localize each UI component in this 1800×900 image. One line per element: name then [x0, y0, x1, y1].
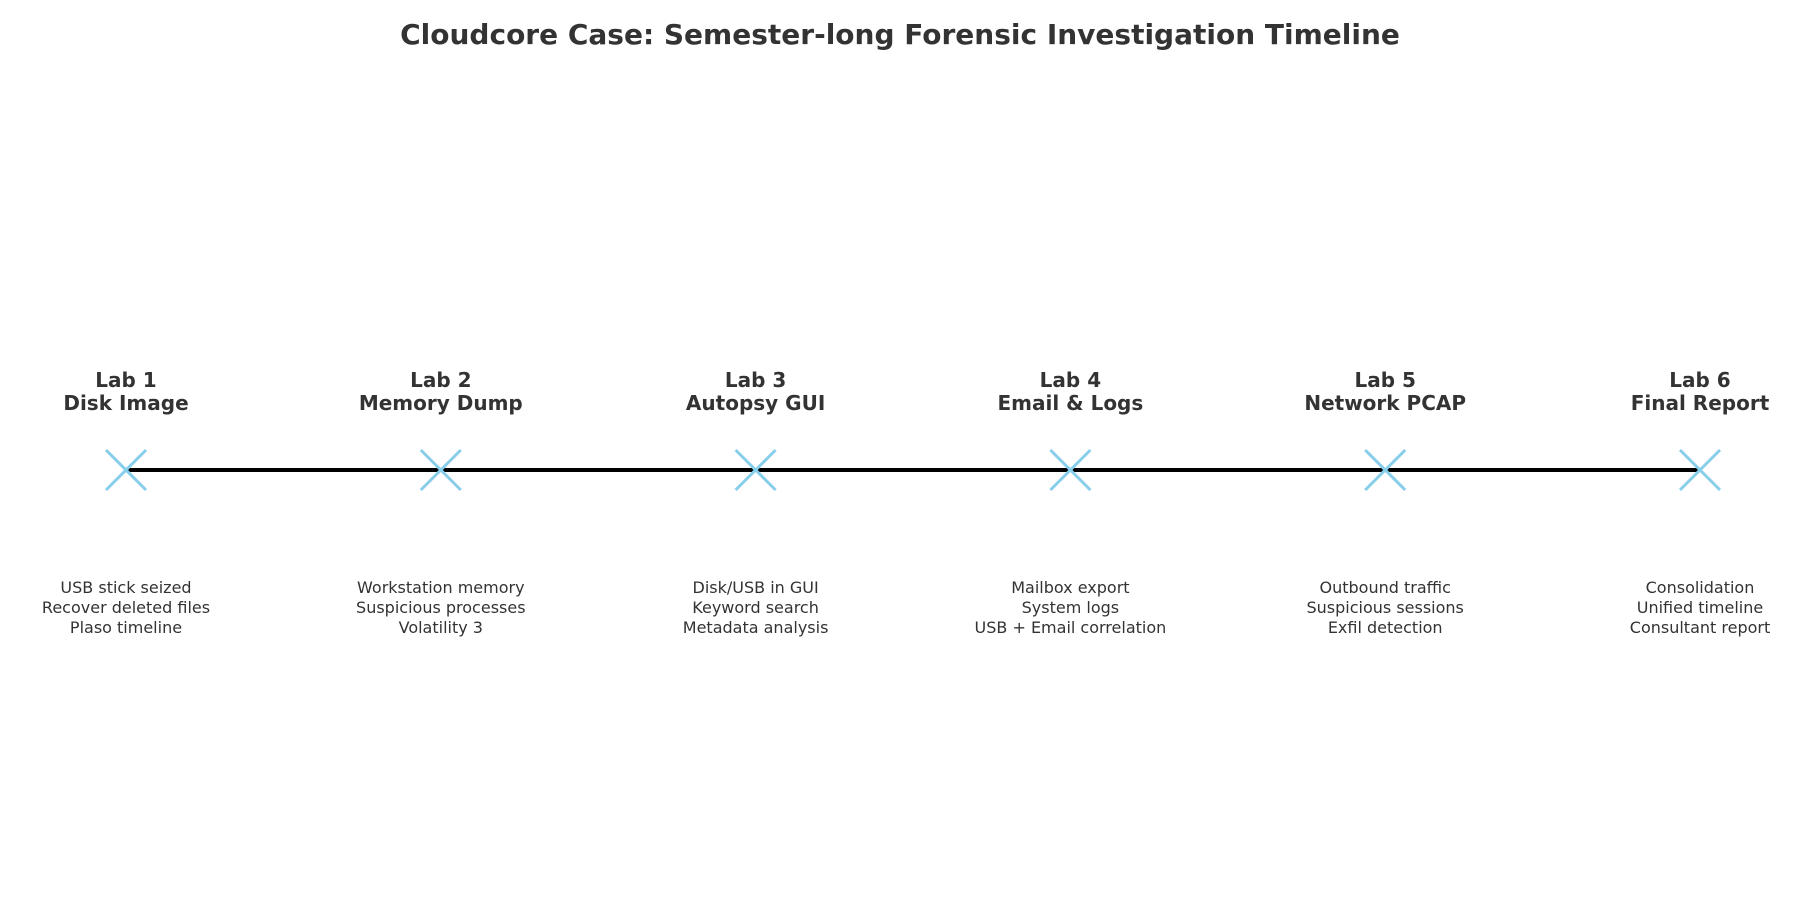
x-mark-icon	[104, 448, 148, 492]
lab-6-name: Final Report	[1630, 391, 1770, 415]
lab-2-detail: Volatility 3	[398, 618, 483, 637]
lab-2-label: Lab 2 Memory Dump	[311, 369, 571, 415]
lab-6-detail: Consultant report	[1629, 618, 1771, 637]
lab-5-number: Lab 5	[1354, 368, 1416, 392]
x-mark-icon	[1364, 448, 1407, 492]
lab-4-detail: System logs	[1021, 598, 1120, 617]
lab-1-number: Lab 1	[95, 368, 157, 392]
lab-1-details: USB stick seized Recover deleted files P…	[0, 578, 256, 638]
lab-5-detail: Suspicious sessions	[1306, 598, 1464, 617]
lab-1-detail: Plaso timeline	[69, 618, 183, 637]
timeline-markers	[104, 448, 1722, 492]
lab-3-detail: Keyword search	[692, 598, 819, 617]
lab-2-details: Workstation memory Suspicious processes …	[311, 578, 571, 638]
lab-3-name: Autopsy GUI	[685, 391, 826, 415]
lab-5-detail: Exfil detection	[1327, 618, 1443, 637]
lab-5-label: Lab 5 Network PCAP	[1255, 369, 1515, 415]
lab-6-details: Consolidation Unified timeline Consultan…	[1570, 578, 1800, 638]
lab-2-name: Memory Dump	[358, 391, 523, 415]
x-mark-icon	[1678, 448, 1722, 492]
lab-4-details: Mailbox export System logs USB + Email c…	[940, 578, 1200, 638]
lab-2-detail: Workstation memory	[357, 578, 525, 597]
lab-6-detail: Consolidation	[1645, 578, 1755, 597]
lab-5-detail: Outbound traffic	[1319, 578, 1451, 597]
lab-4-label: Lab 4 Email & Logs	[940, 369, 1200, 415]
lab-4-detail: Mailbox export	[1011, 578, 1130, 597]
lab-1-label: Lab 1 Disk Image	[0, 369, 256, 415]
lab-3-number: Lab 3	[724, 368, 787, 392]
page-title: Cloudcore Case: Semester-long Forensic I…	[400, 18, 1400, 51]
x-mark-icon	[734, 448, 777, 492]
lab-4-detail: USB + Email correlation	[974, 618, 1167, 637]
lab-2-number: Lab 2	[410, 368, 472, 392]
lab-3-details: Disk/USB in GUI Keyword search Metadata …	[626, 578, 886, 638]
lab-3-detail: Disk/USB in GUI	[692, 578, 819, 597]
lab-3-detail: Metadata analysis	[682, 618, 829, 637]
lab-6-number: Lab 6	[1669, 368, 1731, 392]
lab-1-name: Disk Image	[63, 391, 189, 415]
lab-2-detail: Suspicious processes	[356, 598, 526, 617]
lab-4-number: Lab 4	[1039, 368, 1102, 392]
lab-3-label: Lab 3 Autopsy GUI	[626, 369, 886, 415]
lab-1-detail: Recover deleted files	[41, 598, 211, 617]
x-mark-icon	[1049, 448, 1092, 492]
lab-6-detail: Unified timeline	[1636, 598, 1764, 617]
lab-4-name: Email & Logs	[997, 391, 1144, 415]
lab-5-details: Outbound traffic Suspicious sessions Exf…	[1255, 578, 1515, 638]
x-mark-icon	[419, 448, 462, 492]
lab-1-detail: USB stick seized	[60, 578, 192, 597]
lab-5-name: Network PCAP	[1304, 391, 1467, 415]
lab-6-label: Lab 6 Final Report	[1570, 369, 1800, 415]
